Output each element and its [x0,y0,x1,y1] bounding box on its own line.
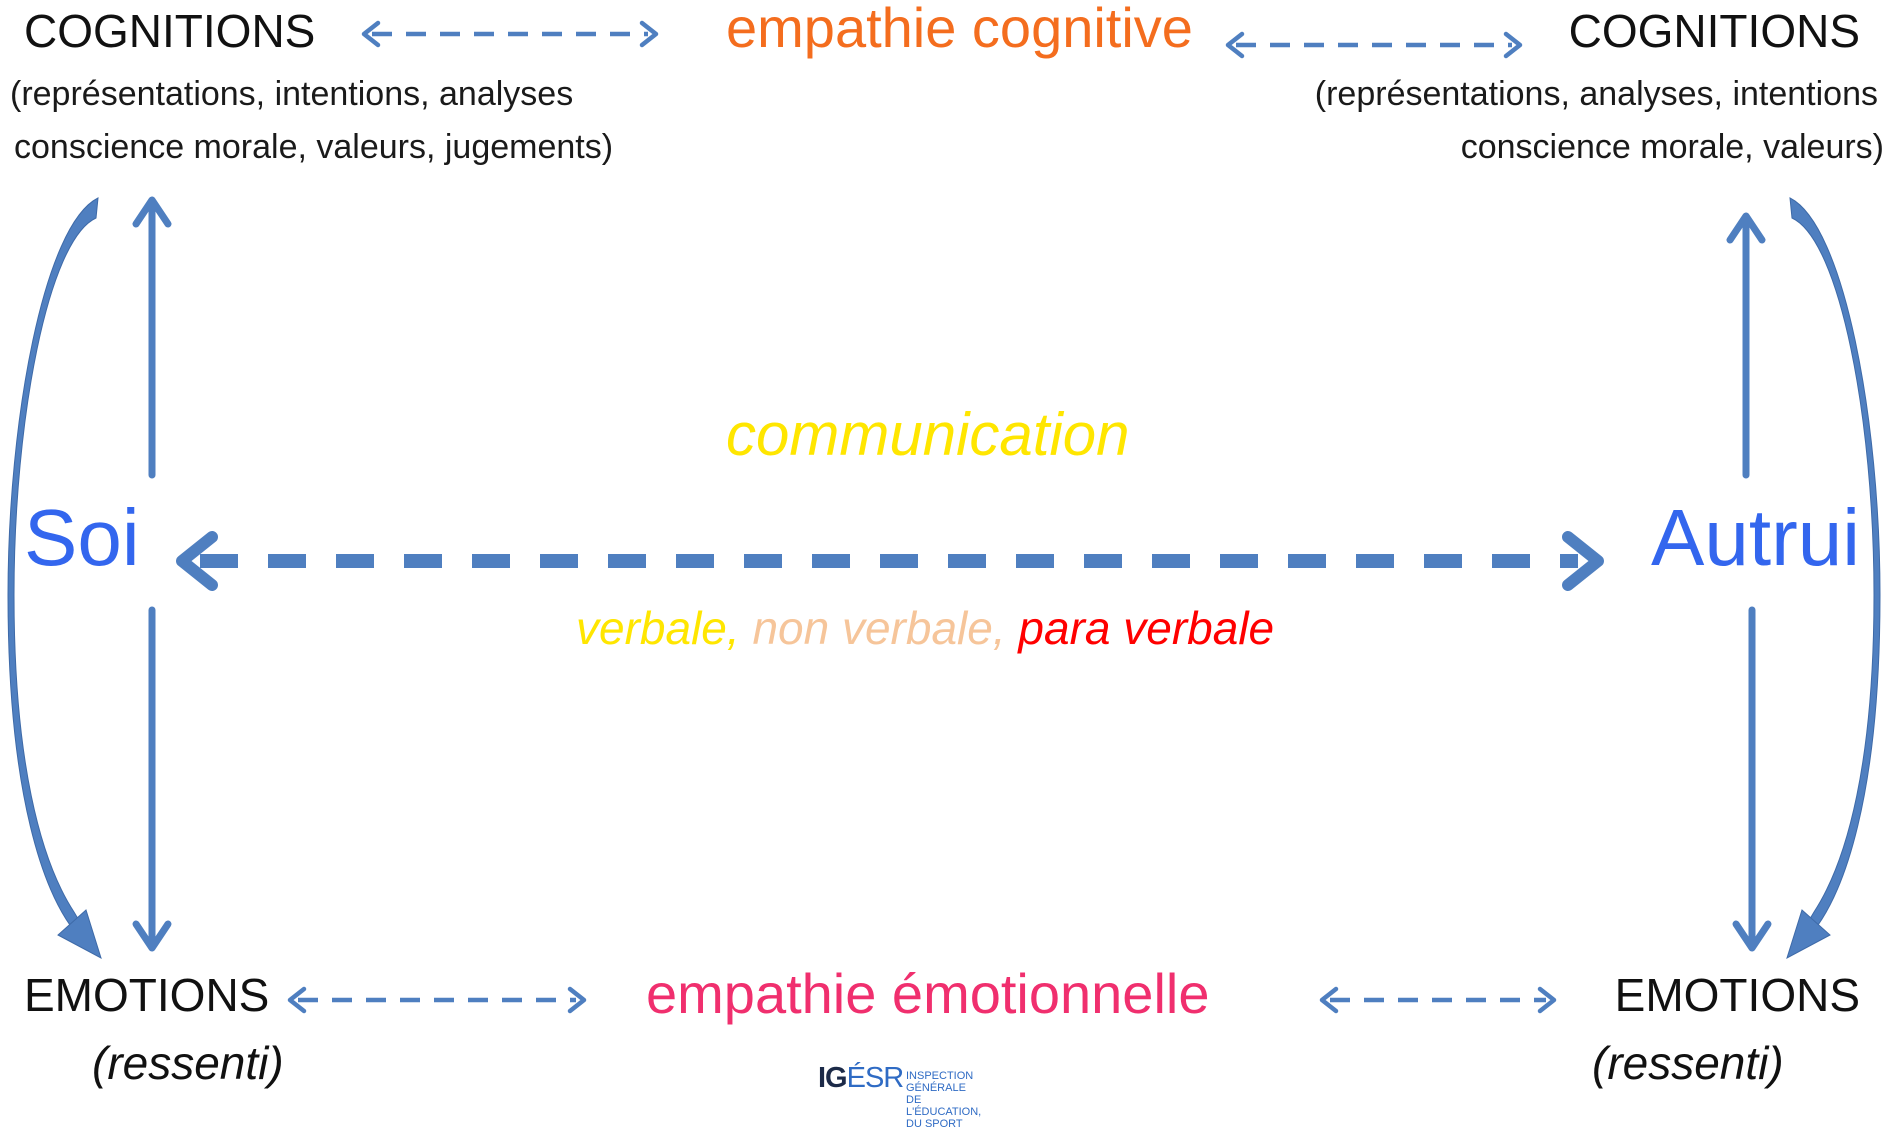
cognitive-empathy-label: empathie cognitive [726,0,1193,59]
diagram-arrows [7,20,1881,1014]
right-cognitions-line1: (représentations, analyses, intentions [1314,75,1878,113]
autrui-to-cognitions-arrow [1726,212,1766,479]
communication-label: communication [726,401,1130,468]
emotional-empathy-label: empathie émotionnelle [646,962,1210,1025]
mode-verbal: verbale, [576,602,753,654]
left-emotions-title: EMOTIONS [24,969,270,1021]
left-cognitions-line2: conscience morale, valeurs, jugements) [14,128,614,166]
communication-arrow [176,531,1604,591]
autrui-node: Autrui [1651,493,1860,582]
mode-non-verbal: non verbale, [752,602,1019,654]
left-cognitions-line1: (représentations, intentions, analyses [10,75,574,113]
right-emotions-title: EMOTIONS [1614,969,1860,1021]
mode-para-verbal: para verbale [1018,602,1275,654]
right-cognitions-line2: conscience morale, valeurs) [1460,128,1884,166]
soi-to-cognitions-arrow [132,196,172,479]
left-curved-arrowhead [57,909,102,960]
left-cognitions-title: COGNITIONS [24,5,316,57]
soi-to-emotions-arrow [132,606,172,952]
right-cognitions-title: COGNITIONS [1568,5,1860,57]
right-cognitions-empathy-arrow [1225,31,1523,59]
left-cognitions-empathy-arrow [361,20,659,48]
left-emotions-empathy-arrow [287,986,587,1014]
autrui-to-emotions-arrow [1732,606,1772,952]
right-emotions-sub: (ressenti) [1592,1037,1784,1089]
right-curved-arrowhead [1786,909,1831,960]
right-emotions-empathy-arrow [1319,986,1557,1014]
communication-modes: verbale, non verbale, para verbale [576,605,1274,651]
logo-mark: IGÉSR [818,1062,904,1094]
soi-node: Soi [24,493,140,582]
logo-text: INSPECTION GÉNÉRALE DE L'ÉDUCATION, DU S… [906,1070,982,1130]
left-emotions-sub: (ressenti) [92,1037,284,1089]
